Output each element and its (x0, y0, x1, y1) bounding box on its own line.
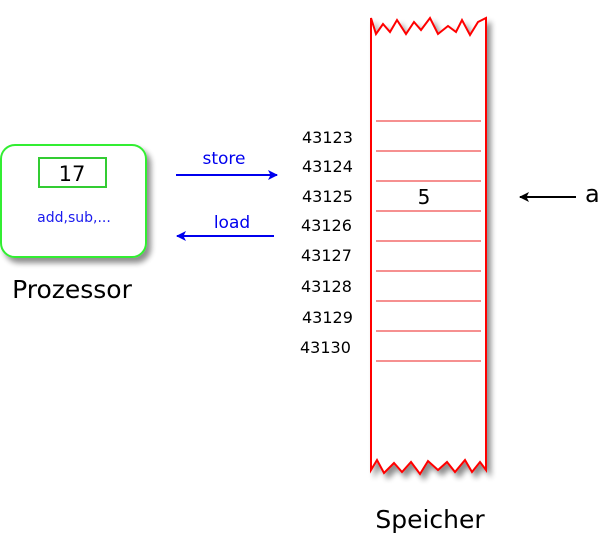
register-value: 17 (59, 162, 86, 186)
address-label: 43123 (302, 128, 353, 147)
processor: 17 add,sub,... (0, 144, 147, 258)
processor-label: Prozessor (12, 275, 133, 304)
address-label: 43128 (301, 277, 352, 296)
memory: 5 (370, 16, 487, 476)
store-label: store (203, 149, 246, 169)
memory-cell-value: 5 (418, 185, 431, 209)
memory-cell-lines (376, 120, 481, 362)
register-box (38, 157, 107, 188)
address-label: 43130 (300, 338, 351, 357)
address-label: 43127 (301, 246, 352, 265)
load-label: load (214, 213, 250, 233)
address-label: 43126 (301, 216, 352, 235)
memory-label: Speicher (375, 505, 485, 534)
address-label: 43125 (302, 187, 353, 206)
processor-box (0, 144, 147, 258)
address-label: 43124 (302, 157, 353, 176)
address-label: 43129 (302, 308, 353, 327)
pointer-label: a (585, 180, 600, 208)
memory-strip (370, 16, 487, 476)
processor-operations: add,sub,... (37, 210, 111, 226)
memory-addresses: 43123 43124 43125 43126 43127 43128 4312… (300, 128, 353, 357)
